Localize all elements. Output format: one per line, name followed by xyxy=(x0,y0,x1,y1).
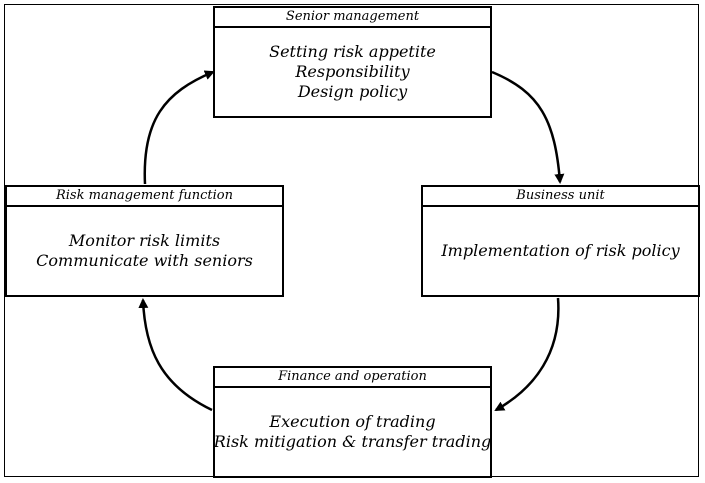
node-senior-management: Senior management Setting risk appetite … xyxy=(213,6,492,118)
node-body: Implementation of risk policy xyxy=(423,207,698,295)
node-line: Design policy xyxy=(297,82,408,101)
node-line: Responsibility xyxy=(295,62,410,81)
node-body: Setting risk appetite Responsibility Des… xyxy=(215,28,490,116)
arrow-business-to-finance xyxy=(494,297,560,412)
node-line: Setting risk appetite xyxy=(269,42,436,61)
node-line: Monitor risk limits xyxy=(68,231,221,250)
node-line: Implementation of risk policy xyxy=(441,241,680,260)
node-body: Execution of trading Risk mitigation & t… xyxy=(213,388,492,476)
node-business-unit: Business unit Implementation of risk pol… xyxy=(421,185,700,297)
node-finance-and-operation: Finance and operation Execution of tradi… xyxy=(213,366,492,478)
arrow-risk-to-senior xyxy=(143,70,215,185)
node-line: Risk mitigation & transfer trading xyxy=(213,432,492,451)
arrow-finance-to-risk xyxy=(138,298,213,412)
node-line: Communicate with seniors xyxy=(36,251,253,270)
node-risk-management-function: Risk management function Monitor risk li… xyxy=(5,185,284,297)
node-body: Monitor risk limits Communicate with sen… xyxy=(7,207,282,295)
node-title: Senior management xyxy=(215,8,490,28)
node-title: Business unit xyxy=(423,187,698,207)
node-line: Execution of trading xyxy=(269,412,436,431)
node-title: Risk management function xyxy=(7,187,282,207)
node-title: Finance and operation xyxy=(215,368,490,388)
arrow-senior-to-business xyxy=(491,70,565,184)
